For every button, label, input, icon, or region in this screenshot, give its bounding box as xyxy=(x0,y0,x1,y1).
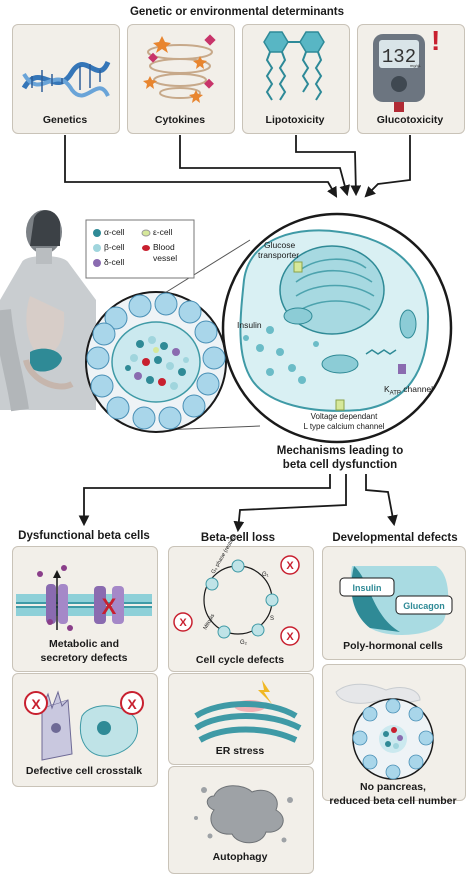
caption-no-pancreas-1: No pancreas, xyxy=(360,781,426,793)
mechanisms-title-2: beta cell dysfunction xyxy=(282,459,398,471)
determinant-box-cytokines xyxy=(127,24,235,134)
membrane-channels-icon xyxy=(16,565,152,631)
determinant-label-cytokines: Cytokines xyxy=(154,114,206,126)
cycle-label-g2: G₂ xyxy=(240,640,248,646)
x-mark-cycle-1: X xyxy=(286,560,294,572)
caption-metabolic-1: Metabolic and xyxy=(48,638,119,650)
label-voltage-2: L type calcium channel xyxy=(303,422,385,431)
dna-icon xyxy=(21,60,111,98)
column-title-loss: Beta-cell loss xyxy=(200,532,276,544)
cycle-label-g1: G₁ xyxy=(262,572,269,578)
cell-cycle-icon xyxy=(173,555,300,646)
determinant-label-lipotoxicity: Lipotoxicity xyxy=(265,114,325,126)
hormone-label-glucagon: Glucagon xyxy=(403,601,445,611)
cycle-label-mitosis: Mitosis xyxy=(203,613,217,631)
x-mark-cycle-2: X xyxy=(179,617,187,629)
autophagy-icon xyxy=(194,785,293,844)
x-mark-crosstalk-right: X xyxy=(127,696,137,712)
cycle-label-s: S xyxy=(270,616,274,622)
hormone-label-insulin: Insulin xyxy=(353,583,382,593)
label-glucose-1: Glucose xyxy=(264,240,296,250)
caption-cell-cycle: Cell cycle defects xyxy=(195,654,285,666)
glucometer-reading: 132 xyxy=(382,46,416,68)
label-katp: KATP channel xyxy=(384,384,433,397)
caption-polyhormonal: Poly-hormonal cells xyxy=(343,640,443,652)
x-mark-crosstalk-left: X xyxy=(31,696,41,712)
islet-diagram xyxy=(85,291,227,433)
legend-delta: δ-cell xyxy=(104,257,125,267)
glucometer-icon xyxy=(373,34,425,112)
legend-blood-2: vessel xyxy=(153,253,178,263)
caption-metabolic-2: secretory defects xyxy=(40,652,128,664)
mechanisms-title-1: Mechanisms leading to xyxy=(276,445,404,457)
human-figure xyxy=(0,210,96,412)
legend-epsilon: ε-cell xyxy=(153,227,173,237)
caption-er-stress: ER stress xyxy=(215,745,265,757)
legend-icons xyxy=(85,219,195,279)
polyhormonal-icon xyxy=(339,566,453,635)
label-katp-rest: channel xyxy=(400,384,434,394)
label-voltage-1: Voltage dependant xyxy=(310,412,378,421)
cytokine-icon xyxy=(143,34,216,103)
determinant-label-genetics: Genetics xyxy=(42,114,88,126)
label-katp-sub: ATP xyxy=(389,390,401,397)
column-title-developmental: Developmental defects xyxy=(332,532,458,544)
label-insulin: Insulin xyxy=(237,320,262,330)
label-katp-k: K xyxy=(384,384,390,394)
glucometer-unit: mg/dL xyxy=(410,63,422,68)
er-stress-icon xyxy=(194,680,302,743)
legend-blood-1: Blood xyxy=(153,242,175,252)
label-glucose-2: transporter xyxy=(258,250,300,260)
crosstalk-cells-icon xyxy=(24,690,144,761)
alert-icon: ! xyxy=(431,25,440,56)
no-pancreas-islet-icon xyxy=(335,683,434,780)
legend-alpha: α-cell xyxy=(104,227,125,237)
column-title-dysfunctional: Dysfunctional beta cells xyxy=(18,530,150,542)
x-mark-channel: X xyxy=(102,594,117,619)
caption-crosstalk: Defective cell crosstalk xyxy=(25,765,143,777)
lipid-icon xyxy=(263,31,325,101)
section-title-determinants: Genetic or environmental determinants xyxy=(129,6,345,18)
beta-cell-diagram xyxy=(221,212,453,444)
legend-beta: β-cell xyxy=(104,242,125,252)
caption-no-pancreas-2: reduced beta cell number xyxy=(329,795,457,807)
determinant-label-glucotoxicity: Glucotoxicity xyxy=(376,114,444,126)
caption-autophagy: Autophagy xyxy=(212,851,268,863)
x-mark-cycle-3: X xyxy=(286,631,294,643)
